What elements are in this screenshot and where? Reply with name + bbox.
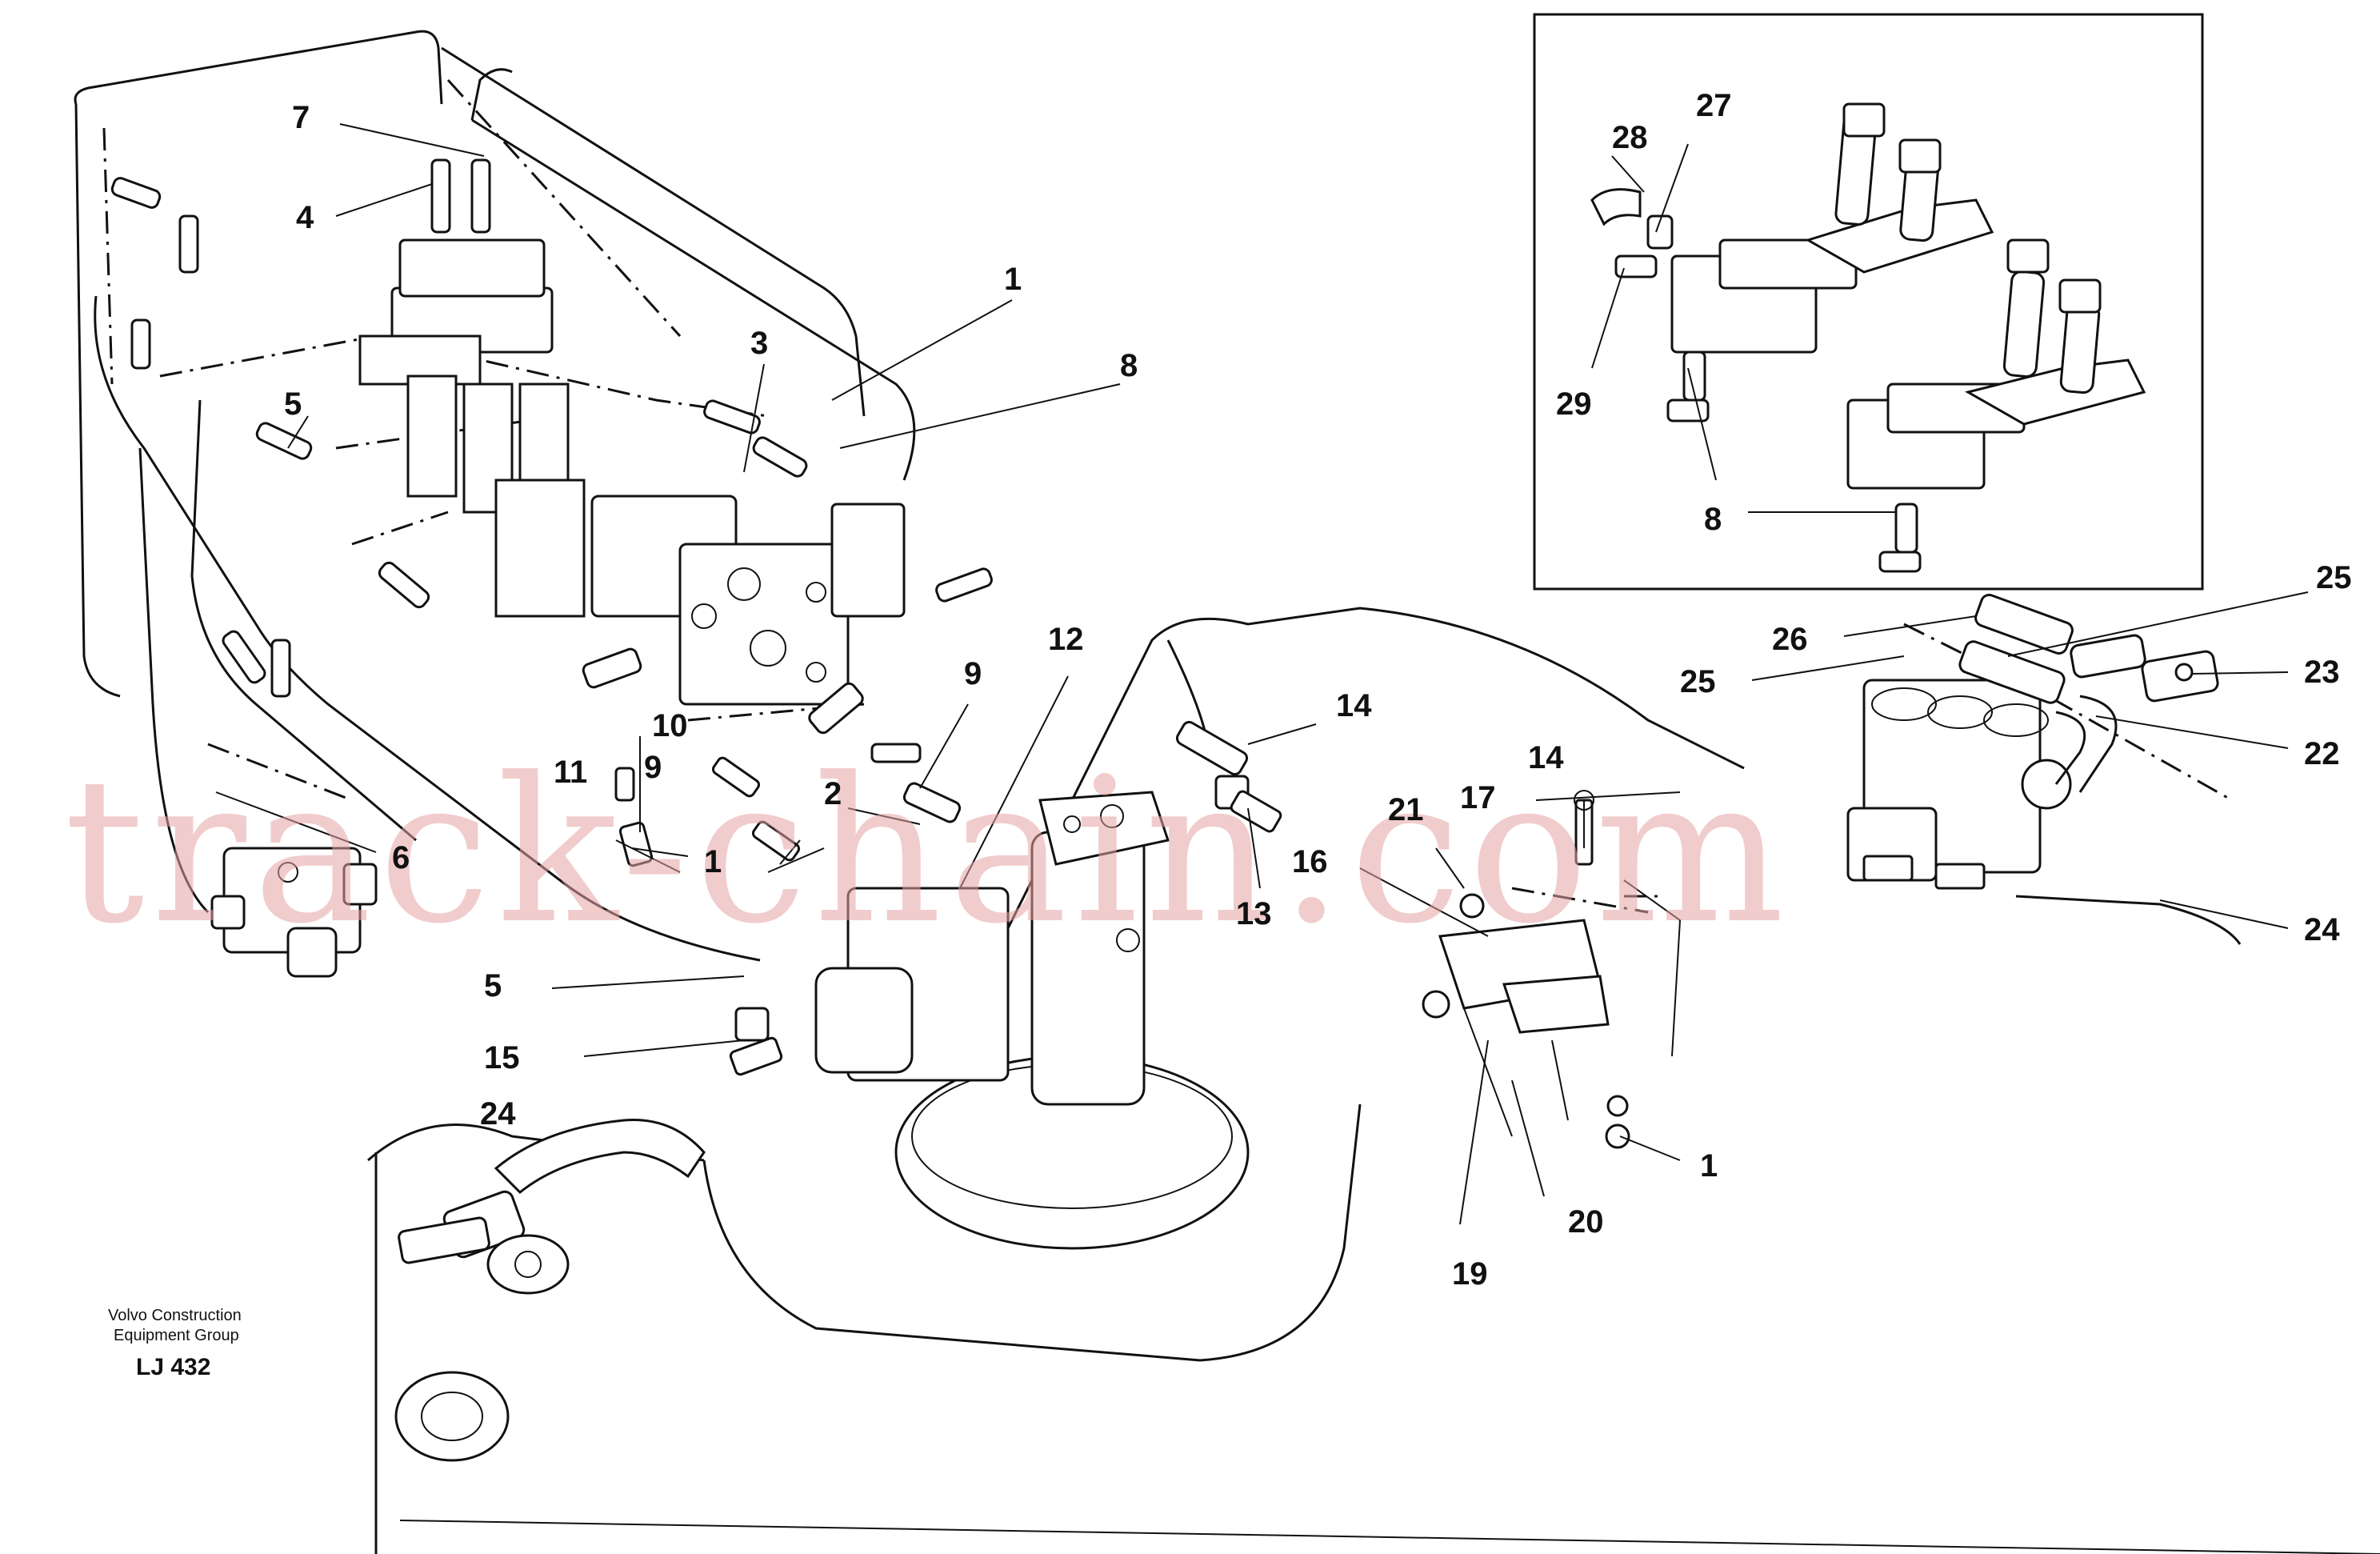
callout-9-right: 9 (964, 656, 982, 691)
hose-loops (94, 295, 2242, 1362)
console-outline (74, 30, 916, 914)
callout-5-bottom: 5 (484, 968, 502, 1003)
callout-4: 4 (296, 200, 314, 235)
callout-labels: 7 4 1 8 3 5 12 9 10 11 9 2 1 6 14 13 14 … (284, 88, 2352, 1292)
callout-16: 16 (1292, 844, 1328, 879)
caption-line-1: Volvo Construction (108, 1307, 242, 1324)
callout-21: 21 (1388, 792, 1424, 827)
bottom-left-piping (374, 1119, 2380, 1554)
callout-25-upper: 25 (2316, 560, 2352, 595)
callout-20: 20 (1568, 1204, 1604, 1240)
pedal-valve-inset (1533, 13, 2204, 591)
caption-line-2: Equipment Group (114, 1327, 239, 1344)
callout-27: 27 (1696, 88, 1732, 123)
callout-23: 23 (2304, 655, 2340, 690)
callout-8-inset: 8 (1704, 502, 1722, 537)
callout-9-left: 9 (644, 750, 662, 785)
selector-valve (210, 847, 378, 978)
callout-2: 2 (824, 776, 842, 811)
callout-3: 3 (750, 326, 768, 361)
callout-7: 7 (292, 100, 310, 135)
callout-1-top: 1 (1004, 262, 1022, 297)
callout-22: 22 (2304, 736, 2340, 771)
callout-24-left: 24 (480, 1096, 516, 1131)
callout-11: 11 (554, 755, 587, 790)
fittings-upper-left (110, 158, 993, 867)
callout-25-lower: 25 (1680, 664, 1716, 699)
callout-19: 19 (1452, 1256, 1488, 1292)
fittings-center (729, 720, 1282, 1076)
callout-29: 29 (1556, 386, 1592, 422)
callout-10: 10 (652, 708, 688, 743)
watermark: track-chain.com (64, 735, 1791, 967)
caption-block: Volvo Construction Equipment Group LJ 43… (108, 1307, 242, 1380)
callout-14-upper: 14 (1336, 688, 1372, 723)
callout-1-bracket: 1 (1700, 1148, 1718, 1184)
callout-24-right: 24 (2304, 912, 2340, 947)
callout-14-lower: 14 (1528, 740, 1564, 775)
rotary-motor-assembly (814, 791, 1250, 1250)
callout-17: 17 (1460, 780, 1496, 815)
callout-12: 12 (1048, 622, 1084, 657)
callout-13: 13 (1236, 896, 1272, 931)
callout-5-top: 5 (284, 386, 302, 422)
callout-26: 26 (1772, 622, 1808, 657)
drawing-code: LJ 432 (136, 1354, 210, 1380)
valve-block-cluster (358, 238, 906, 706)
hose-routes (102, 78, 2233, 914)
leader-lines (215, 123, 2309, 1225)
callout-8-left: 8 (1120, 348, 1138, 383)
bracket-assembly (1422, 790, 1682, 1149)
callout-1-mid: 1 (704, 844, 722, 879)
callout-28: 28 (1612, 120, 1648, 155)
callout-6: 6 (392, 840, 410, 875)
callout-15: 15 (484, 1040, 520, 1075)
right-valve-block (1846, 594, 2219, 890)
